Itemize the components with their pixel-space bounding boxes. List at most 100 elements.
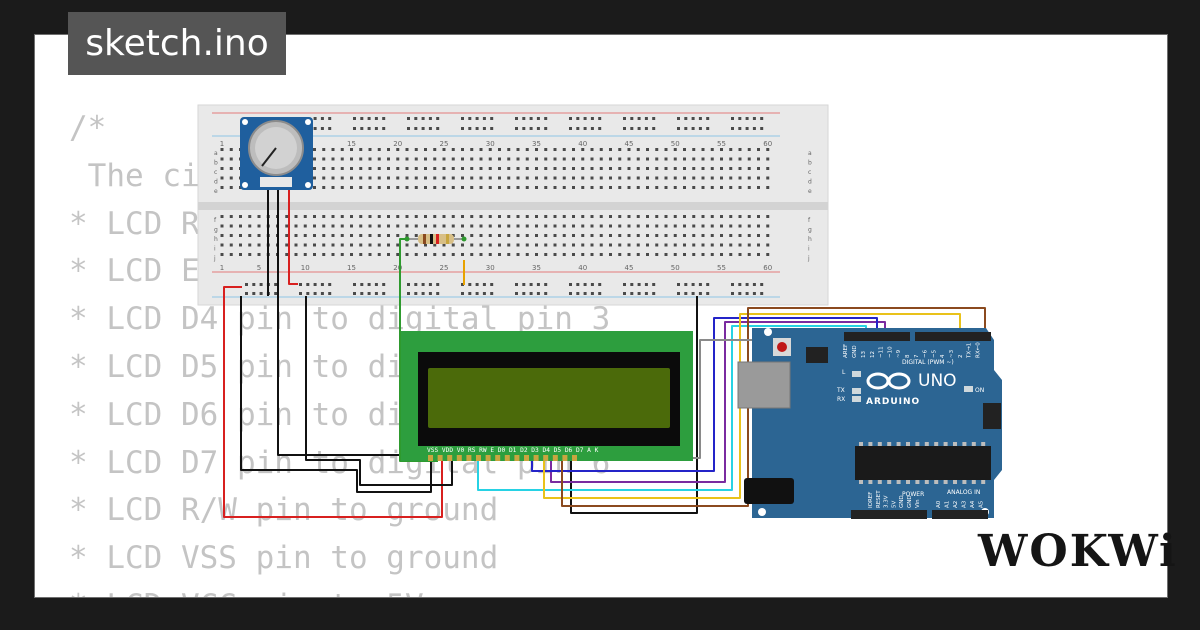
analog-header: [932, 510, 988, 519]
row-letter: h: [214, 236, 218, 243]
code-line: /*: [69, 110, 107, 146]
lcd-pin-labels: VSS VDD V0 RS RW E D0 D1 D2 D3 D4 D5 D6 …: [427, 447, 599, 454]
lcd-pin: [466, 455, 472, 461]
row-letter: e: [808, 188, 812, 195]
lcd-pin: [447, 455, 453, 461]
wire-black-rw: [305, 296, 453, 486]
column-number: 1: [220, 140, 224, 148]
wire-blue: [531, 317, 878, 472]
pin-label: ~5: [931, 349, 937, 358]
led-label-rx: RX: [837, 396, 845, 403]
pin-label: A4: [970, 500, 976, 508]
row-letter: c: [808, 169, 811, 176]
lcd-pin-header: [428, 455, 577, 461]
pin-label: 3.3V: [884, 495, 890, 508]
lcd-pin: [504, 455, 510, 461]
wire-black-gnd: [240, 296, 432, 493]
pin-label: RX←0: [975, 342, 981, 358]
pin-label: ~11: [879, 346, 885, 358]
pin-label: IOREF: [868, 492, 874, 508]
code-line: * LCD VSS pin to ground: [69, 540, 499, 577]
potentiometer: [240, 117, 313, 190]
breadboard-column-numbers: 1155101015152020252530303535404045455050…: [220, 140, 772, 272]
pin-label: 12: [870, 351, 876, 358]
row-letter: d: [214, 179, 218, 186]
column-number: 35: [532, 140, 541, 148]
lcd-pin: [543, 455, 549, 461]
row-letter: b: [808, 160, 812, 167]
lcd-display: VSS VDD V0 RS RW E D0 D1 D2 D3 D4 D5 D6 …: [401, 331, 693, 461]
column-number: 40: [578, 264, 587, 272]
row-letter: f: [808, 217, 811, 224]
file-tab-sketch-ino[interactable]: sketch.ino: [68, 12, 286, 75]
pin-label: ~3: [949, 349, 955, 358]
row-letter: i: [214, 246, 216, 253]
analog-section-label: ANALOG IN: [947, 489, 980, 496]
pin-label: 7: [914, 354, 920, 358]
wire-red: [288, 190, 298, 285]
lcd-pin: [514, 455, 520, 461]
column-number: 25: [440, 140, 449, 148]
column-number: 60: [763, 140, 772, 148]
lcd-pin: [456, 455, 462, 461]
pin-label: 13: [861, 351, 867, 358]
brand-label: ARDUINO: [866, 397, 920, 407]
led-label-l: L: [842, 369, 846, 376]
lcd-pin: [552, 455, 558, 461]
power-section-label: POWER: [902, 491, 924, 498]
row-letter: g: [214, 227, 218, 234]
column-number: 30: [486, 140, 495, 148]
pin-label: A3: [962, 500, 968, 508]
pin-label: 2: [958, 355, 964, 359]
row-letter: j: [807, 255, 810, 262]
pin-label: GND: [907, 495, 913, 508]
lcd-pin: [485, 455, 491, 461]
power-header: [851, 510, 927, 519]
led-label-on: ON: [975, 387, 984, 394]
column-number: 15: [347, 264, 356, 272]
lcd-pin: [533, 455, 539, 461]
wire-cyan: [477, 325, 867, 491]
pin-label: ~9: [896, 349, 902, 358]
column-number: 30: [486, 264, 495, 272]
pin-label: A1: [945, 501, 951, 508]
pin-label: Vin: [915, 499, 921, 508]
row-letter: f: [214, 217, 217, 224]
row-letter: i: [808, 246, 810, 253]
digital-section-label: DIGITAL (PWM ~): [902, 359, 954, 366]
column-number: 15: [347, 140, 356, 148]
lcd-pin: [495, 455, 501, 461]
column-number: 50: [671, 264, 680, 272]
arduino-infinity-icon: [866, 372, 911, 390]
pin-label: GND: [899, 495, 905, 508]
wokwi-logo: WOKWi: [978, 526, 1178, 577]
row-letter: b: [214, 160, 218, 167]
gnd-label: GND: [852, 345, 858, 358]
pin-label: 8: [905, 354, 911, 358]
column-number: 55: [717, 140, 726, 148]
column-number: 40: [578, 140, 587, 148]
row-letter: e: [214, 188, 218, 195]
row-letter: d: [808, 179, 812, 186]
column-number: 20: [393, 140, 402, 148]
code-line: * LCD VCC pin to 5V: [69, 583, 704, 597]
row-letter: a: [808, 150, 812, 157]
aref-label: AREF: [843, 344, 849, 358]
pin-label: TX→1: [967, 343, 973, 359]
pin-label: A5: [979, 500, 985, 508]
column-number: 5: [257, 264, 261, 272]
icsp-header: [983, 403, 1001, 429]
lcd-pin: [476, 455, 481, 461]
column-number: 20: [393, 264, 402, 272]
column-number: 10: [301, 264, 310, 272]
digital-header-right: [915, 332, 991, 341]
led-label-tx: TX: [836, 387, 845, 394]
column-number: 50: [671, 140, 680, 148]
column-number: 1: [220, 264, 224, 272]
pin-label: RESET: [876, 490, 882, 508]
column-number: 45: [625, 264, 634, 272]
